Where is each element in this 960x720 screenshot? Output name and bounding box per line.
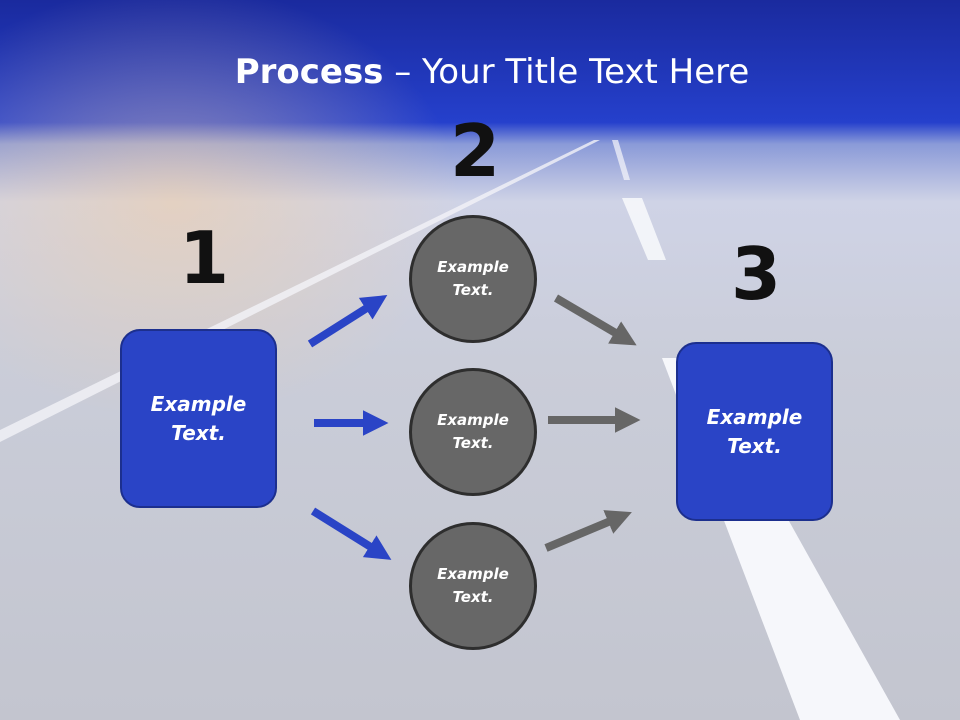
title-rest: – Your Title Text Here [383,52,750,92]
step-2-circle-middle-text: Example Text. [437,411,509,452]
step-3-text: Example Text. [706,404,803,458]
title-bold: Process [234,52,384,92]
arrow-blue-down [310,507,392,560]
slide-title: Process – Your Title Text Here [0,52,960,92]
step-number-2: 2 [450,109,501,193]
step-2-circle-middle: Example Text. [409,368,537,496]
step-2-circle-top: Example Text. [409,215,537,343]
step-number-1: 1 [179,216,230,300]
arrow-blue-up [307,295,388,348]
step-2-circle-top-text: Example Text. [437,258,509,299]
step-number-3: 3 [731,232,782,316]
step-3-box: Example Text. [676,342,833,521]
step-2-circle-bottom-text: Example Text. [437,565,509,606]
step-2-circle-bottom: Example Text. [409,522,537,650]
arrow-gray-down [553,294,637,346]
arrow-gray-up [544,510,632,552]
step-1-text: Example Text. [150,391,247,445]
step-1-box: Example Text. [120,329,277,508]
